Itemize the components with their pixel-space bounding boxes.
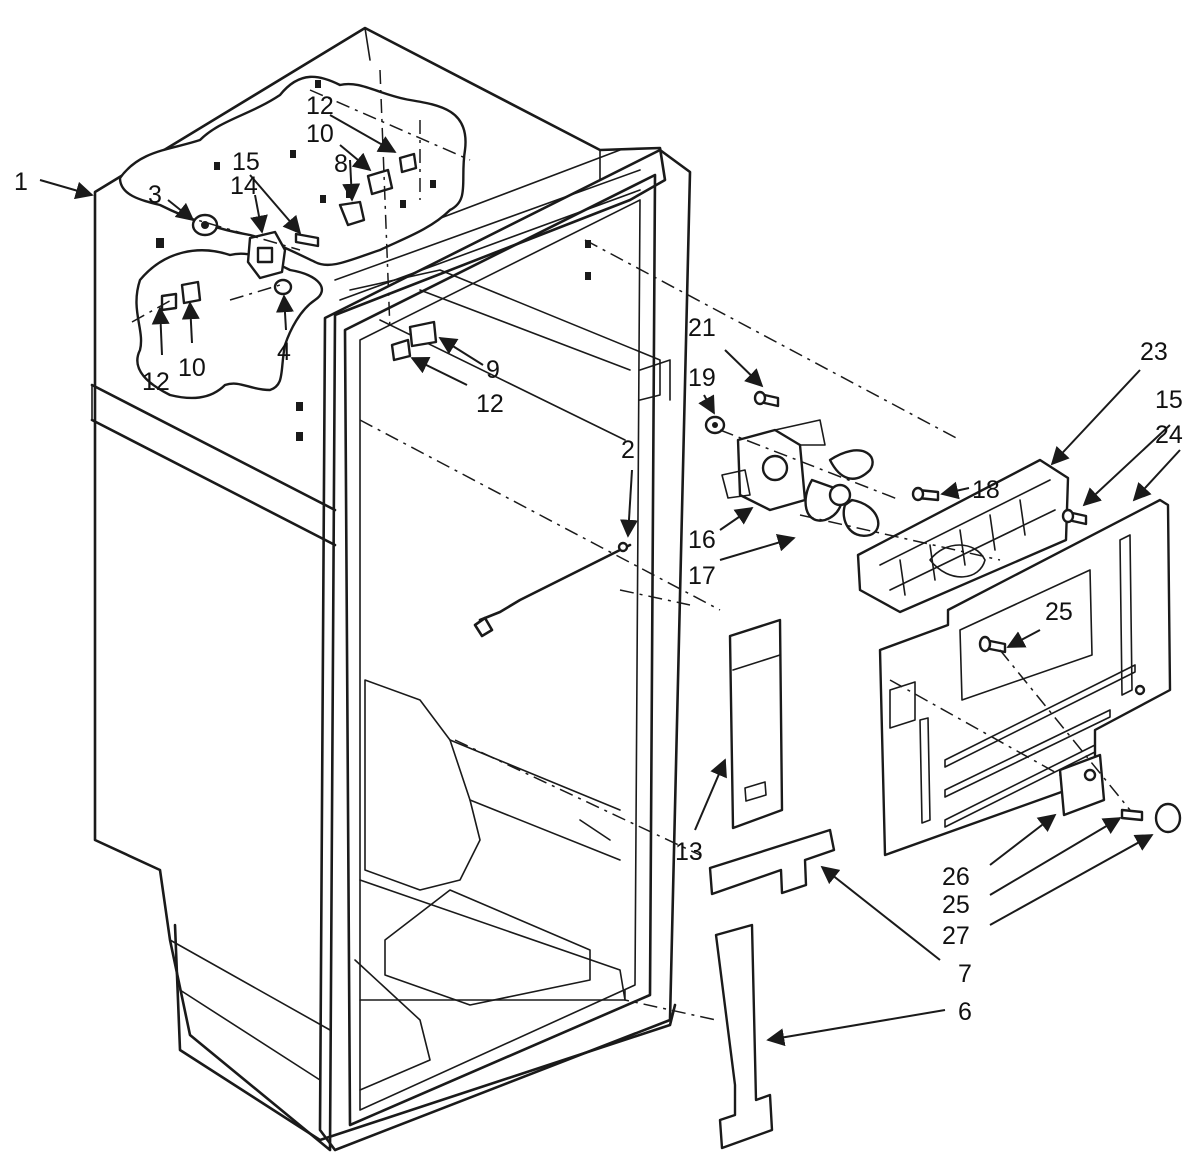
part-17-fan-blade — [804, 449, 880, 537]
callout-7: 7 — [958, 960, 972, 988]
part-24-cover — [878, 498, 1172, 857]
part-2-sensor — [473, 541, 632, 638]
part-23-fan-housing — [856, 458, 1070, 614]
part-10-clip-upper — [366, 152, 418, 196]
callout-9: 9 — [486, 356, 500, 384]
callout-2: 2 — [621, 436, 635, 464]
callout-12-mid: 12 — [476, 390, 504, 418]
assembly-lines — [131, 69, 1131, 1021]
callout-26: 26 — [942, 863, 970, 891]
callout-18: 18 — [972, 476, 1000, 504]
part-19-grommet — [704, 415, 726, 435]
part-6-panel — [714, 923, 774, 1150]
part-3-grommet — [191, 213, 219, 237]
callout-1: 1 — [14, 168, 28, 196]
part-7-baffle — [708, 828, 836, 896]
part-26-plate — [1058, 753, 1106, 817]
part-25-screw-upper — [978, 635, 1007, 654]
part-13-duct — [728, 618, 784, 830]
callout-12-top: 12 — [306, 92, 334, 120]
callout-10-lower: 10 — [178, 354, 206, 382]
cutaway-top — [118, 75, 467, 267]
part-4-fitting — [273, 278, 293, 296]
callout-labels: 1 2 3 4 6 7 8 9 10 10 12 12 12 12 13 14 … — [14, 92, 1183, 1026]
part-18-screw — [911, 486, 940, 502]
part-9-clip — [390, 320, 438, 362]
callout-21: 21 — [688, 314, 716, 342]
callout-4: 4 — [277, 338, 291, 366]
part-21-screw — [753, 390, 780, 408]
part-8-switch — [338, 200, 366, 227]
callout-15-left: 15 — [232, 148, 260, 176]
callout-23: 23 — [1140, 338, 1168, 366]
part-15-screw — [294, 232, 320, 248]
part-16-fan-motor — [721, 419, 826, 512]
callout-16: 16 — [688, 526, 716, 554]
callout-3: 3 — [148, 181, 162, 209]
part-14-control — [246, 230, 287, 280]
callout-13: 13 — [675, 838, 703, 866]
callout-19: 19 — [688, 364, 716, 392]
callout-17: 17 — [688, 562, 716, 590]
part-15-screw-right — [1061, 508, 1088, 526]
callout-24: 24 — [1155, 421, 1183, 449]
callout-14: 14 — [230, 172, 258, 200]
callout-8: 8 — [334, 150, 348, 178]
callout-25-lower: 25 — [942, 891, 970, 919]
door-frame — [318, 148, 692, 1152]
part-25-screw-lower — [1120, 808, 1144, 822]
callout-12-left: 12 — [142, 368, 170, 396]
callout-10-upper: 10 — [306, 120, 334, 148]
callout-6: 6 — [958, 998, 972, 1026]
callout-27: 27 — [942, 922, 970, 950]
callout-15-right: 15 — [1155, 386, 1183, 414]
leader-lines — [39, 114, 1181, 1047]
part-27-knob — [1154, 802, 1182, 834]
callout-25-upper: 25 — [1045, 598, 1073, 626]
